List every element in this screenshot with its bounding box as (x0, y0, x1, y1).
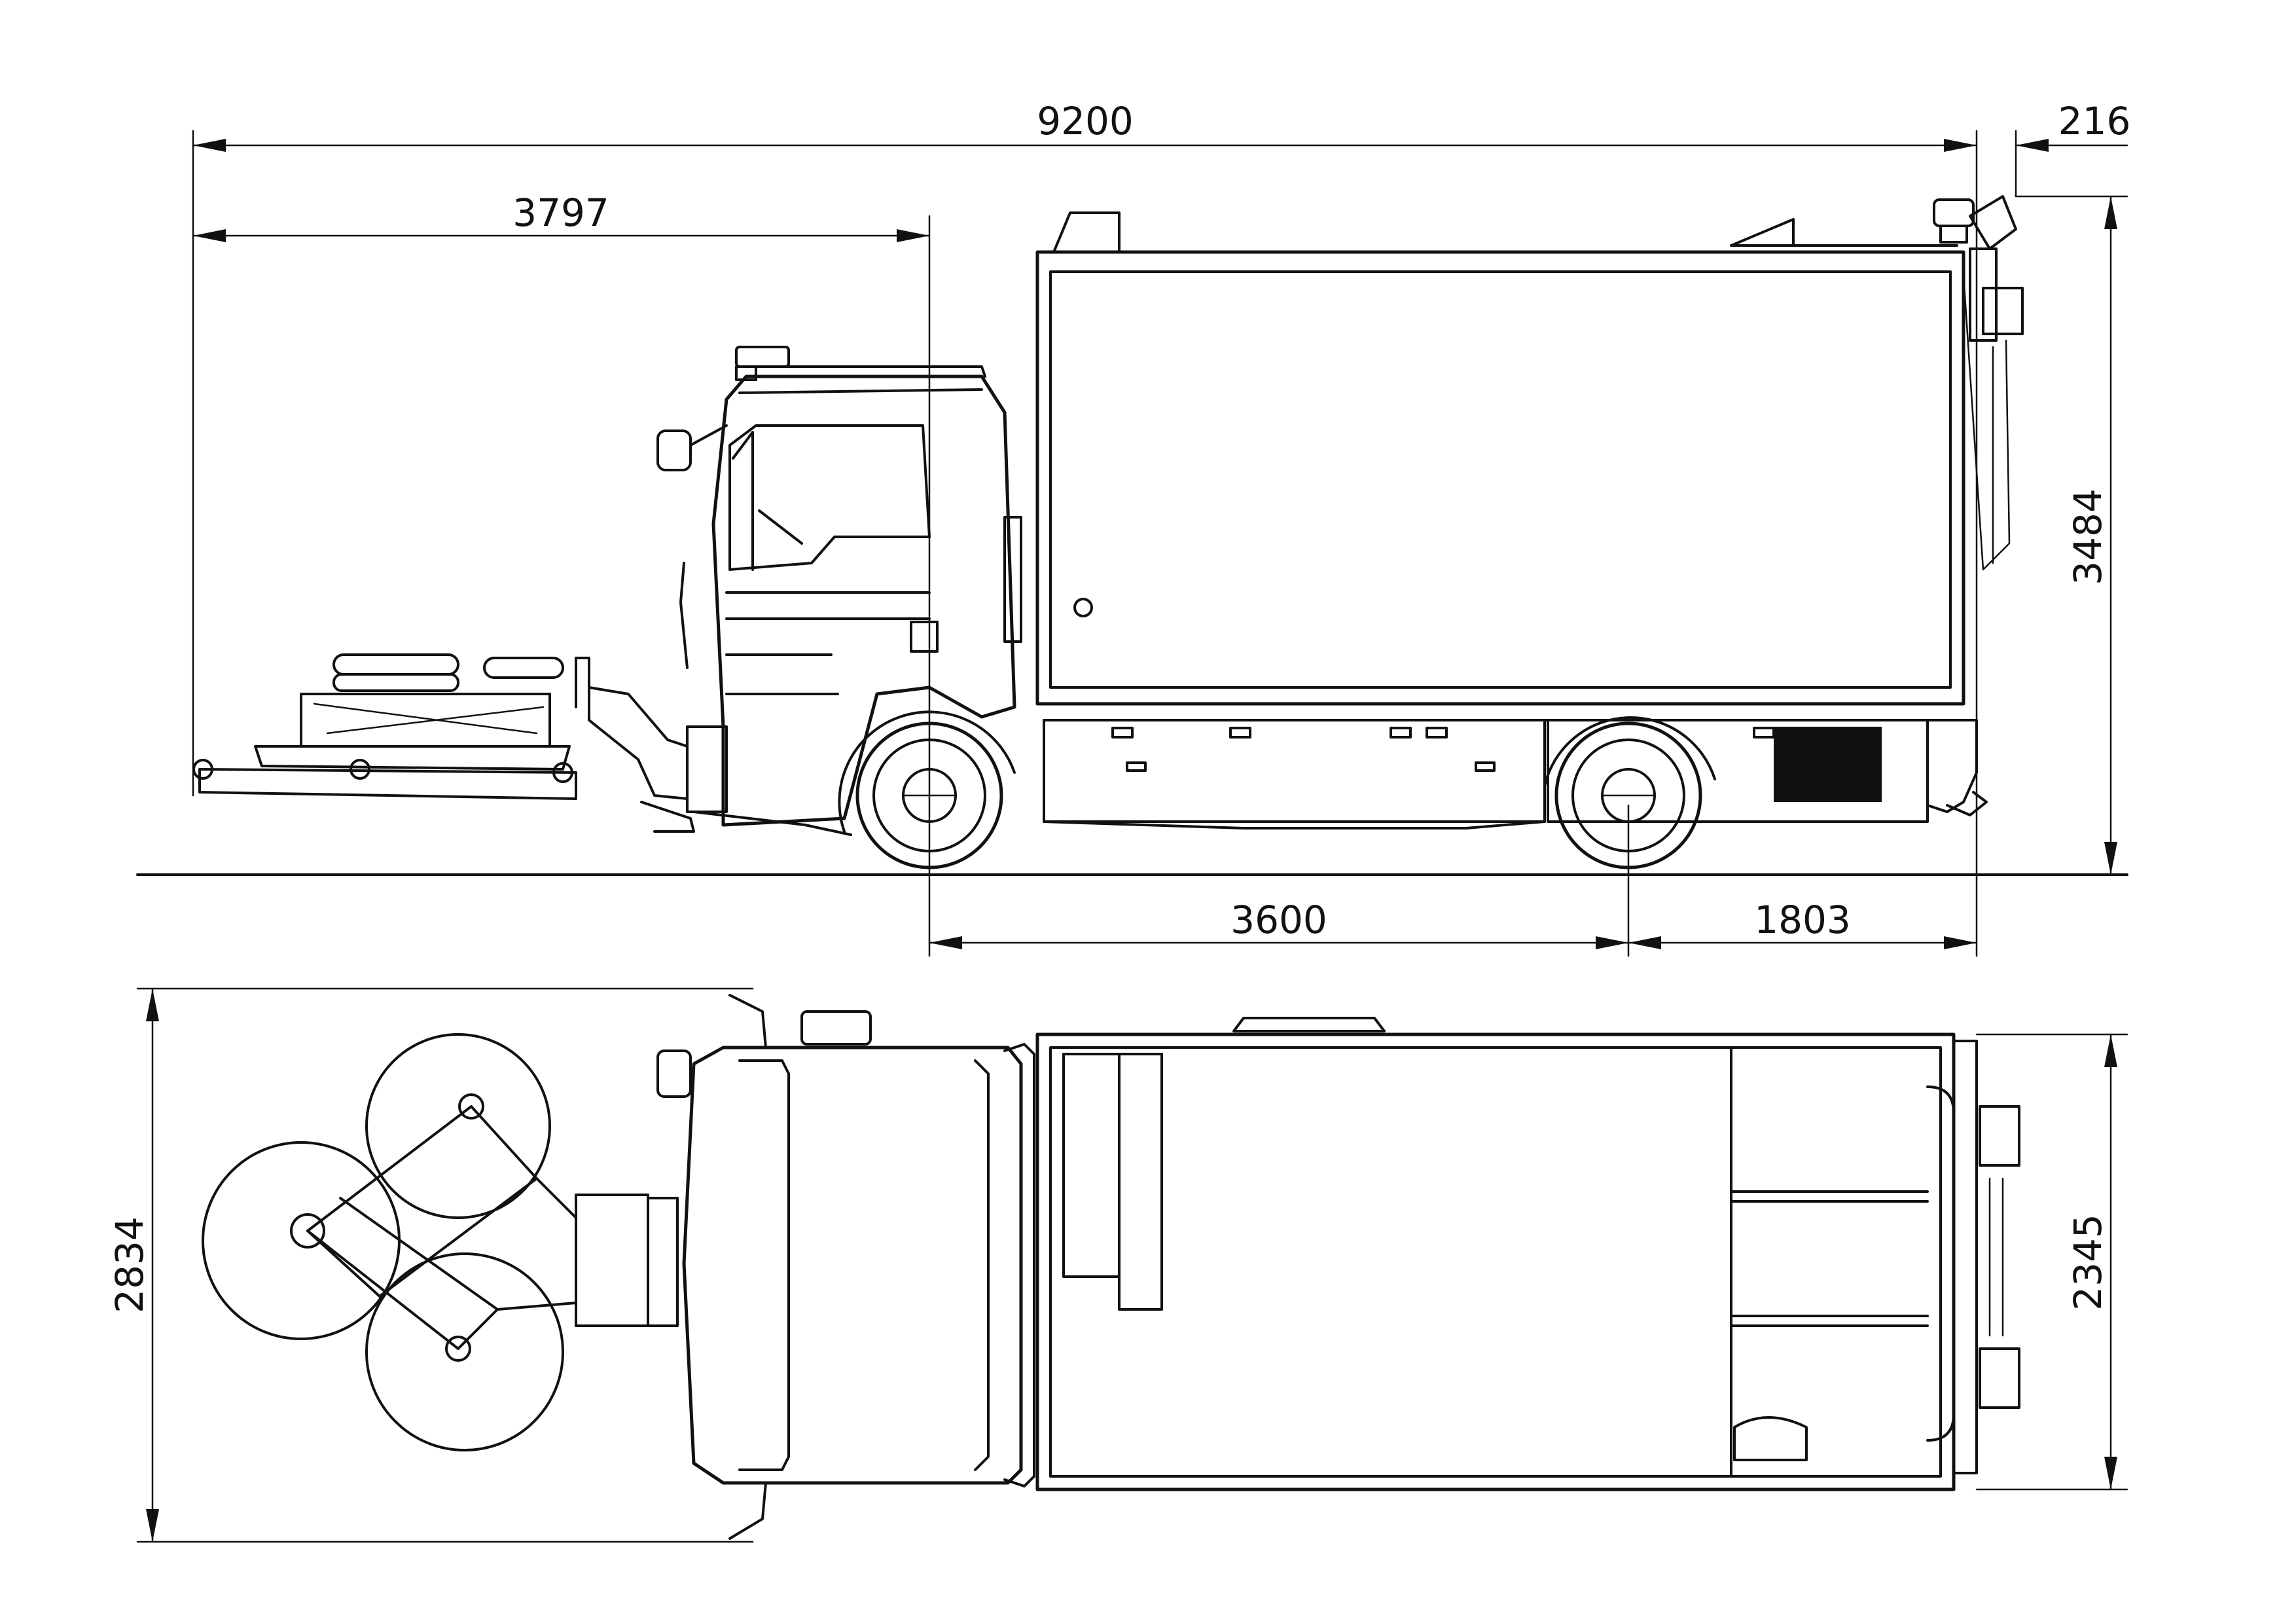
front-attachment-side (192, 653, 695, 833)
dim-3484-label: 3484 (2066, 488, 2110, 585)
rear-equipment-side (1933, 195, 2024, 571)
dim-3797-label: 3797 (512, 191, 609, 235)
dimension-rear-overhang-top: 216 (2015, 99, 2131, 152)
box-body-top (1035, 1017, 2020, 1491)
dim-2345-label: 2345 (2066, 1214, 2110, 1311)
dimension-wheelbase: 3600 (928, 898, 1630, 949)
dimension-body-width: 2345 (2066, 1033, 2117, 1491)
side-view: 9200 216 3797 3484 3600 (136, 99, 2131, 957)
top-view: 2834 2345 (107, 987, 2128, 1543)
box-body-side (1035, 211, 1965, 706)
dimension-overall-length: 9200 (192, 99, 1978, 152)
cab-side (656, 346, 1022, 836)
front-brushes-top (202, 1033, 679, 1451)
dim-3600-label: 3600 (1230, 898, 1327, 942)
dim-1803-label: 1803 (1754, 898, 1851, 942)
dim-2834-label: 2834 (107, 1216, 152, 1313)
cab-top (656, 994, 1035, 1540)
dimension-attachment-width: 2834 (107, 987, 159, 1543)
dim-216-label: 216 (2058, 99, 2131, 143)
rear-wheel-side (1543, 716, 1716, 869)
dim-9200-label: 9200 (1037, 99, 1134, 143)
dimension-attachment-length: 3797 (192, 191, 931, 242)
front-wheel-side (838, 710, 1016, 869)
side-lockers (1043, 719, 1988, 830)
dimension-overall-height: 3484 (2066, 195, 2117, 876)
dimension-rear-overhang: 1803 (1627, 898, 1978, 949)
